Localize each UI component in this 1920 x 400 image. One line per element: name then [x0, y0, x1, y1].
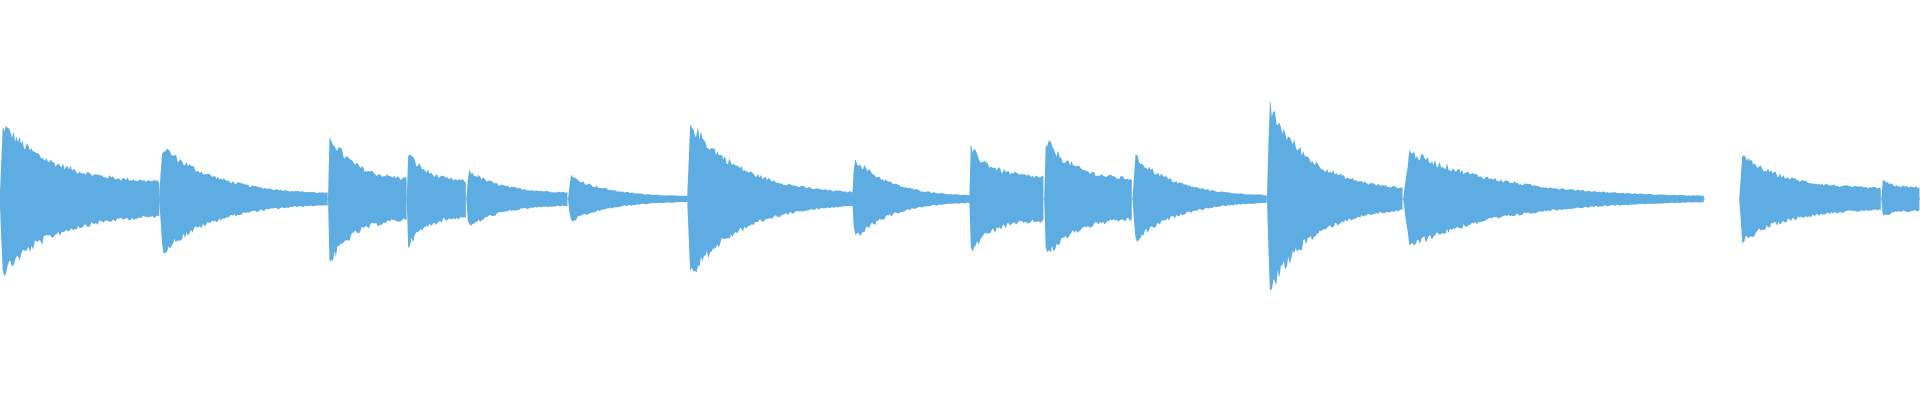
waveform-event-13	[1403, 149, 1704, 246]
waveform-event-9	[969, 145, 1044, 252]
waveform-event-5	[466, 169, 568, 226]
waveform-event-7	[687, 124, 853, 272]
waveform-event-8	[852, 159, 970, 236]
waveform-event-2	[159, 148, 328, 254]
waveform-event-12	[1266, 101, 1403, 291]
waveform-event-15	[1881, 179, 1920, 216]
waveform-event-10	[1044, 140, 1132, 253]
waveform-event-6	[567, 174, 688, 222]
waveform-event-4	[406, 154, 466, 249]
waveform-event-1	[0, 126, 160, 277]
waveform-event-11	[1132, 154, 1267, 242]
waveform-event-3	[327, 137, 407, 263]
waveform-event-14	[1739, 155, 1881, 243]
